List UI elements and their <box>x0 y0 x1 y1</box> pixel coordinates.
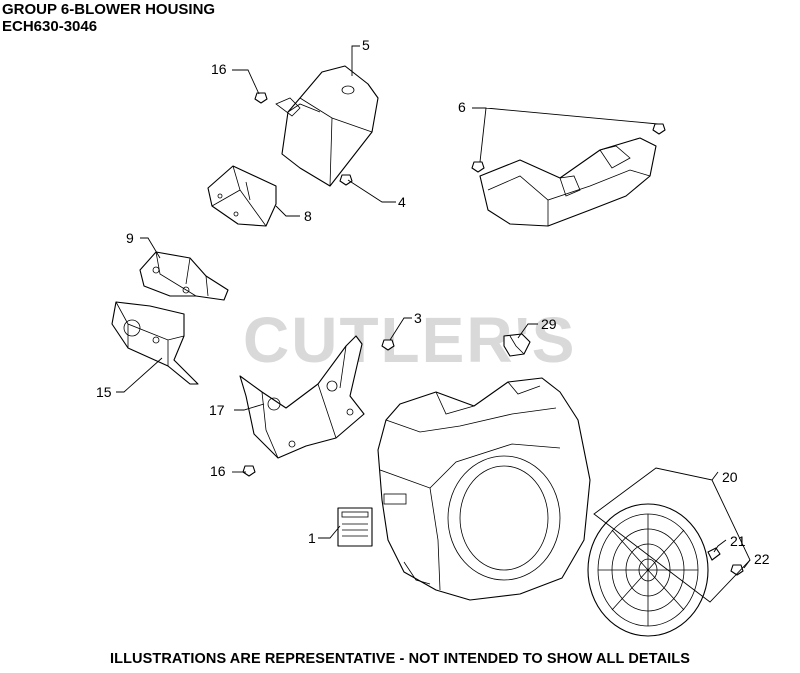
callout-4: 4 <box>398 194 406 210</box>
callout-20: 20 <box>722 469 738 485</box>
callout-16-upper: 16 <box>211 61 227 77</box>
part-5-upper-baffle <box>275 65 379 187</box>
leader-lines <box>116 45 751 603</box>
part-15-baffle <box>111 301 199 385</box>
screw-6-left <box>471 161 485 173</box>
part-8-baffle <box>207 165 277 227</box>
screw-3 <box>381 339 395 351</box>
callout-15: 15 <box>96 384 112 400</box>
part-29-clip <box>503 333 531 357</box>
callout-9: 9 <box>126 230 134 246</box>
disclaimer-footer: ILLUSTRATIONS ARE REPRESENTATIVE - NOT I… <box>110 651 690 667</box>
part-1-decal <box>337 507 373 547</box>
group-title: GROUP 6-BLOWER HOUSING <box>2 1 216 18</box>
part-9-bracket <box>139 251 229 301</box>
screw-16-upper <box>254 92 268 104</box>
screw-6-right <box>652 123 666 135</box>
part-6-top-cover <box>479 137 657 227</box>
callout-17: 17 <box>209 402 225 418</box>
screw-21 <box>707 547 721 561</box>
callout-8: 8 <box>304 208 312 224</box>
callout-29: 29 <box>541 316 557 332</box>
callout-5: 5 <box>362 37 370 53</box>
screw-4 <box>339 174 353 186</box>
screw-16-lower <box>242 465 256 477</box>
blower-housing <box>377 377 591 601</box>
callout-16-lower: 16 <box>210 463 226 479</box>
callout-22: 22 <box>754 551 770 567</box>
model-number: ECH630-3046 <box>2 18 98 35</box>
callout-6: 6 <box>458 99 466 115</box>
callout-3: 3 <box>414 310 422 326</box>
callout-21: 21 <box>730 533 746 549</box>
screw-22 <box>730 564 744 576</box>
part-20-grille <box>587 503 709 637</box>
callout-1: 1 <box>308 530 316 546</box>
